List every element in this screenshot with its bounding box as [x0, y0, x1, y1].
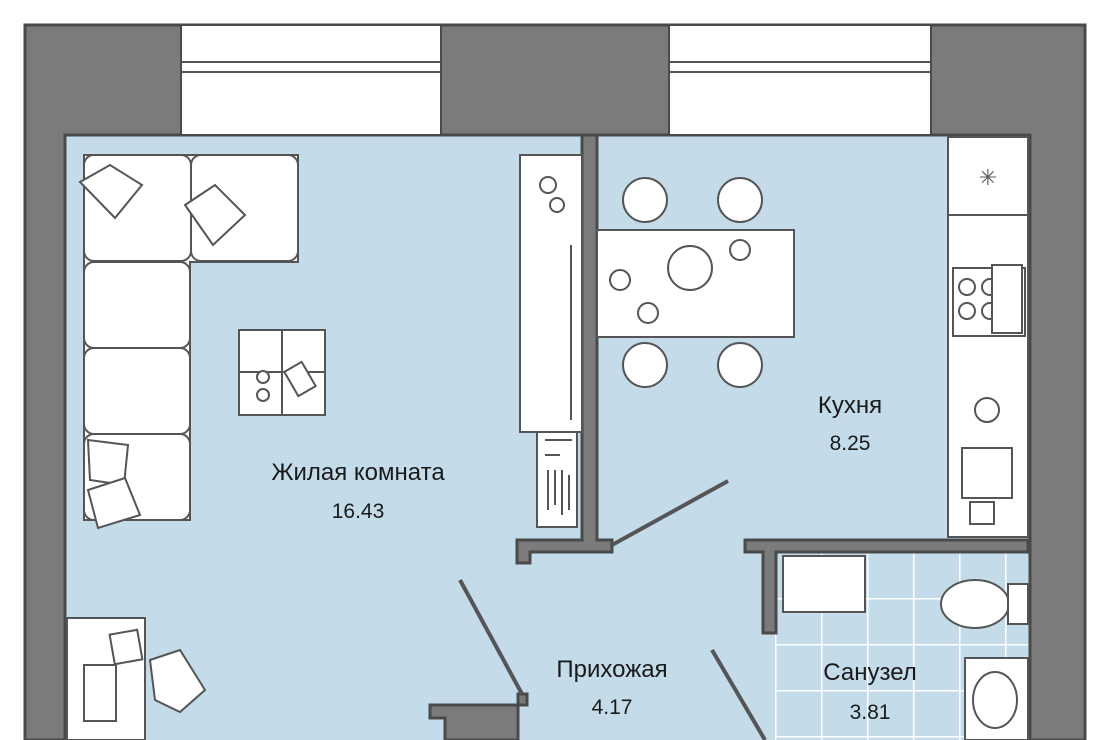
room-name: Кухня	[818, 392, 882, 419]
window-living	[180, 24, 442, 136]
room-area: 16.43	[332, 500, 385, 523]
snowflake-icon: ✳	[979, 166, 997, 191]
dining-table	[596, 177, 795, 388]
room-kitchen: Кухня 8.25	[818, 392, 882, 455]
kitchen-counter: ✳	[947, 136, 1029, 538]
room-area: 8.25	[830, 432, 871, 455]
room-hallway: Прихожая 4.17	[556, 656, 667, 719]
room-name: Санузел	[823, 659, 917, 686]
outer-walls	[23, 23, 1087, 740]
inner-walls	[428, 133, 1030, 740]
coffee-table	[238, 329, 326, 416]
room-area: 4.17	[592, 696, 633, 719]
room-area: 3.81	[850, 701, 891, 724]
wardrobe	[519, 154, 583, 528]
sofa	[78, 154, 299, 530]
door-living[interactable]	[458, 579, 524, 695]
room-bathroom: Санузел 3.81	[823, 659, 917, 724]
door-bathroom[interactable]	[710, 648, 767, 740]
door-kitchen[interactable]	[611, 479, 729, 547]
desk	[66, 617, 207, 740]
window-kitchen	[668, 24, 932, 136]
room-name: Жилая комната	[271, 459, 445, 486]
bathroom-fixtures	[782, 555, 1029, 740]
room-living: Жилая комната 16.43	[271, 459, 445, 523]
room-name: Прихожая	[556, 656, 667, 683]
